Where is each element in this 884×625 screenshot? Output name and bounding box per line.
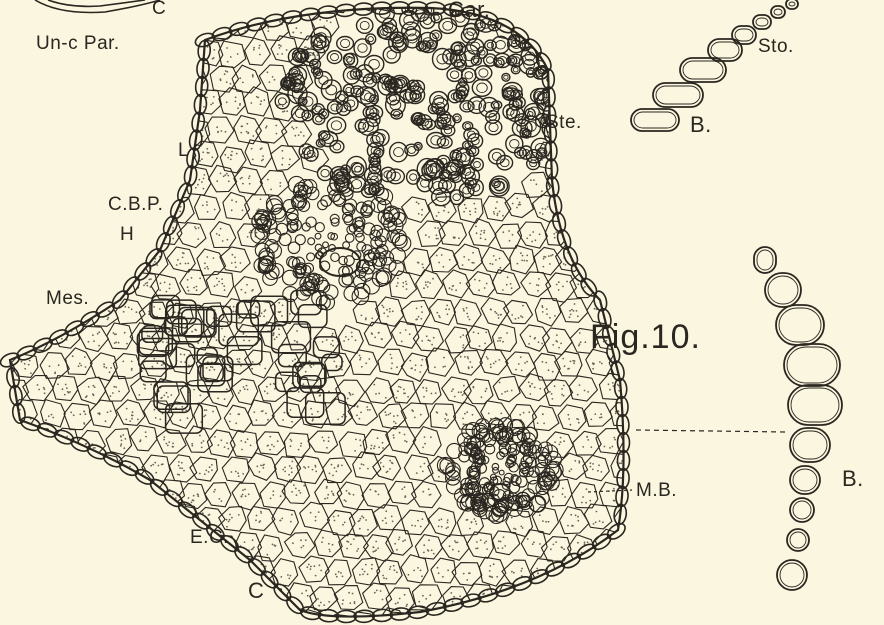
figure-title: Fig.10. bbox=[590, 318, 701, 357]
label-h: H bbox=[120, 224, 134, 246]
pointer-line-b bbox=[636, 430, 786, 432]
pointer-line-mb bbox=[588, 490, 632, 492]
label-l: L bbox=[178, 140, 189, 162]
top-left-fragment bbox=[35, 0, 160, 13]
label-sto: Sto. bbox=[758, 36, 794, 58]
label-un-c-par: Un-c Par. bbox=[36, 33, 120, 55]
stem-cross-section bbox=[0, 0, 654, 625]
hair-right bbox=[754, 247, 842, 590]
label-car: Car. bbox=[448, 0, 490, 23]
label-mes: Mes. bbox=[46, 288, 89, 310]
label-ste: Ste. bbox=[546, 112, 582, 134]
label-c-top: C bbox=[152, 0, 166, 20]
label-cbp: C.B.P. bbox=[108, 194, 163, 216]
label-ec: E.C. bbox=[190, 527, 229, 549]
label-b-top: B. bbox=[690, 112, 712, 138]
label-c-bottom: C bbox=[248, 578, 264, 604]
label-b-right: B. bbox=[842, 466, 864, 492]
hair-upper-right bbox=[631, 0, 798, 131]
label-mb: M.B. bbox=[636, 480, 677, 502]
